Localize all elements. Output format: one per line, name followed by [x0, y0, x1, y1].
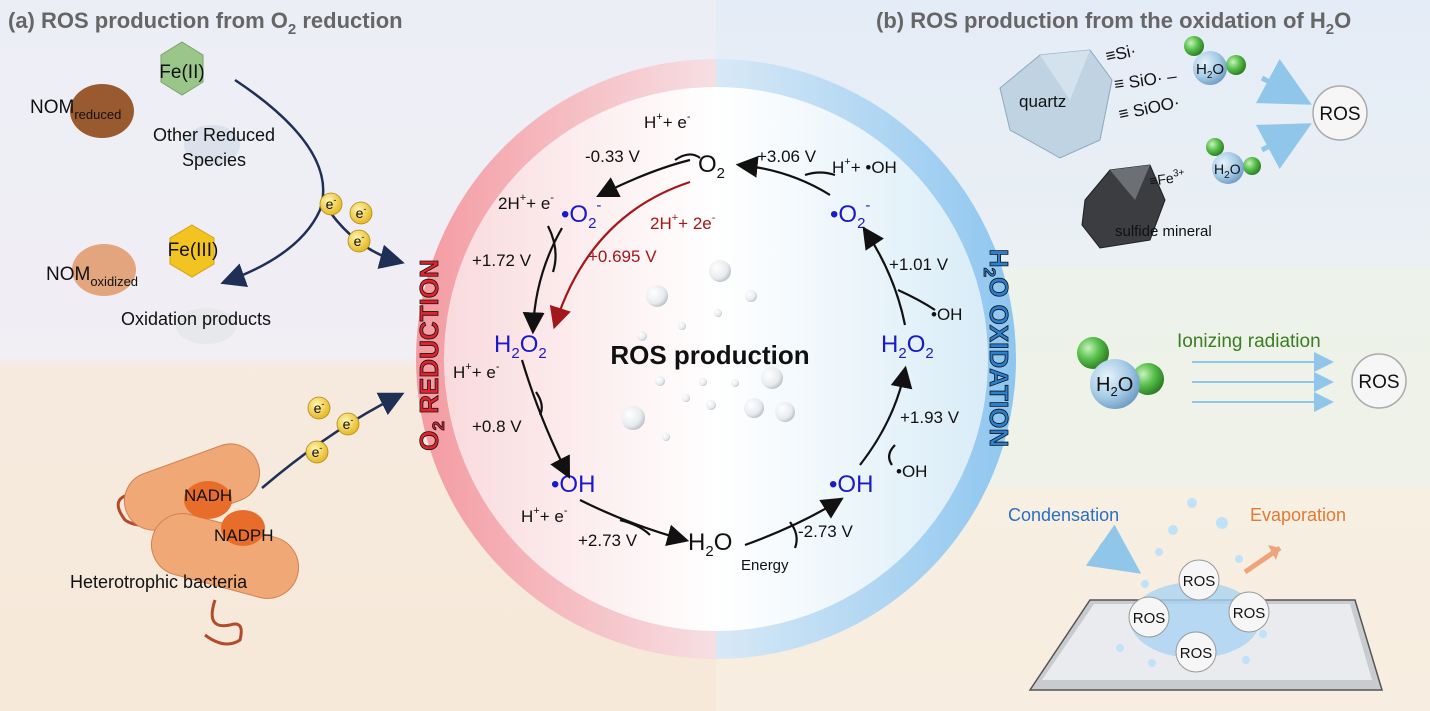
ros-surface-4: ROS	[1180, 645, 1213, 662]
water-label-1: H2O	[1196, 61, 1224, 81]
nom-reduced-label: NOMreduced	[30, 97, 121, 122]
label-plus-193v: +1.93 V	[900, 408, 960, 427]
fe3-site-label: ≡Fe3+	[1148, 167, 1186, 189]
fe3-hexagon	[169, 224, 215, 278]
other-species-blob	[184, 125, 240, 165]
electrons-top: e- e- e-	[319, 192, 373, 253]
nom-oxidized-label: NOMoxidized	[46, 264, 138, 289]
nadh-label: NADH	[184, 486, 232, 505]
svg-text:e-: e-	[326, 195, 337, 212]
water-molecule-3	[1077, 337, 1164, 409]
bacteria-label: Heterotrophic bacteria	[70, 572, 248, 592]
ros-surface-2: ROS	[1133, 610, 1166, 627]
species-superoxide-left: •O2-	[561, 197, 601, 232]
species-h2o2-right: H2O2	[881, 331, 934, 362]
arrow-to-ros-2	[1255, 123, 1312, 169]
species-o2-top: O2	[698, 151, 725, 182]
label-oh-in-low: •OH	[896, 462, 927, 481]
droplets	[1116, 498, 1267, 667]
species-oh-right: •OH	[829, 471, 873, 498]
fe2-hexagon	[160, 41, 204, 96]
water-label-2: H2O	[1214, 161, 1241, 181]
ros-label-2: ROS	[1358, 372, 1399, 393]
energy-label: Energy	[741, 557, 789, 574]
label-h-e-low: H++ e-	[521, 505, 568, 526]
ros-bubble-1	[1312, 85, 1368, 141]
label-h-e-top: H++ e-	[644, 111, 691, 132]
water-droplet	[1130, 582, 1260, 658]
two-electron-path	[549, 180, 691, 330]
label-2h-e: 2H++ e-	[498, 192, 554, 213]
o2-reduction-label: O2 REDUCTION	[414, 259, 448, 450]
redox-curve-arrow	[220, 78, 325, 287]
radiation-arrows	[1192, 352, 1334, 412]
sulfide-label: sulfide mineral	[1115, 223, 1212, 240]
label-h-oh: H++ •OH	[832, 156, 897, 177]
label-red-2h-2e: 2H++ 2e-	[650, 212, 716, 233]
svg-text:e-: e-	[356, 204, 367, 221]
ionizing-label: Ionizing radiation	[1177, 331, 1321, 352]
fe3-label: Fe(III)	[168, 240, 219, 261]
quartz-label: quartz	[1019, 92, 1066, 111]
oxidation-products-label: Oxidation products	[121, 309, 271, 329]
label-h-e-mid: H++ e-	[453, 361, 500, 382]
label-minus-033v: -0.33 V	[585, 147, 640, 166]
evaporation-label: Evaporation	[1250, 505, 1346, 525]
electrons-bottom: e- e- e-	[305, 396, 360, 464]
species-oh-left: •OH	[551, 471, 595, 498]
label-plus-101v: +1.01 V	[889, 255, 949, 274]
arrow-to-ros-1	[1255, 59, 1312, 105]
water-molecule-2	[1206, 138, 1261, 184]
label-plus-08v: +0.8 V	[472, 417, 522, 436]
oxidation-products-blob	[176, 308, 236, 344]
nadph-label: NADPH	[214, 526, 274, 545]
condensation-arrow	[1085, 524, 1142, 574]
ros-bubble-2	[1351, 353, 1407, 409]
label-plus-273v: +2.73 V	[578, 531, 638, 550]
label-plus-306v: +3.06 V	[757, 147, 817, 166]
svg-text:e-: e-	[354, 232, 365, 249]
fe2-label: Fe(II)	[159, 62, 204, 83]
species-h2o-bottom: H2O	[688, 529, 732, 560]
svg-text:e-: e-	[312, 443, 323, 460]
condensation-label: Condensation	[1008, 505, 1119, 525]
ros-surface-3: ROS	[1233, 605, 1266, 622]
center-title: ROS production	[610, 340, 809, 370]
bacteria-illustration	[116, 443, 300, 646]
species-superoxide-right: •O2-	[830, 197, 870, 232]
ros-surface-bubbles	[1128, 559, 1270, 673]
svg-text:e-: e-	[314, 399, 325, 416]
nom-oxidized-blob	[72, 244, 136, 296]
label-oh-in-high: •OH	[931, 305, 962, 324]
center-bubbles	[621, 260, 795, 441]
species-h2o2-left: H2O2	[494, 331, 547, 362]
h2o-oxidation-label: H2O OXIDATION	[980, 249, 1014, 447]
other-reduced-line2: Species	[182, 150, 246, 170]
inner-circle	[444, 87, 988, 631]
label-red-0695v: +0.695 V	[588, 247, 657, 266]
cycle-arrows	[520, 153, 936, 549]
label-minus-273v: -2.73 V	[798, 522, 853, 541]
water-molecule-1	[1184, 36, 1246, 85]
ros-label-1: ROS	[1319, 104, 1360, 125]
ros-surface-1: ROS	[1183, 573, 1216, 590]
panel-b-title: (b) ROS production from the oxidation of…	[876, 8, 1351, 38]
nom-reduced-blob	[70, 84, 134, 138]
electron-arrow-bottom	[261, 392, 405, 489]
svg-text:e-: e-	[343, 415, 354, 432]
panel-a-title: (a) ROS production from O2 reduction	[8, 8, 403, 38]
water-label-3: H2O	[1096, 374, 1133, 399]
label-plus-172v: +1.72 V	[472, 251, 532, 270]
other-reduced-line1: Other Reduced	[153, 125, 275, 145]
